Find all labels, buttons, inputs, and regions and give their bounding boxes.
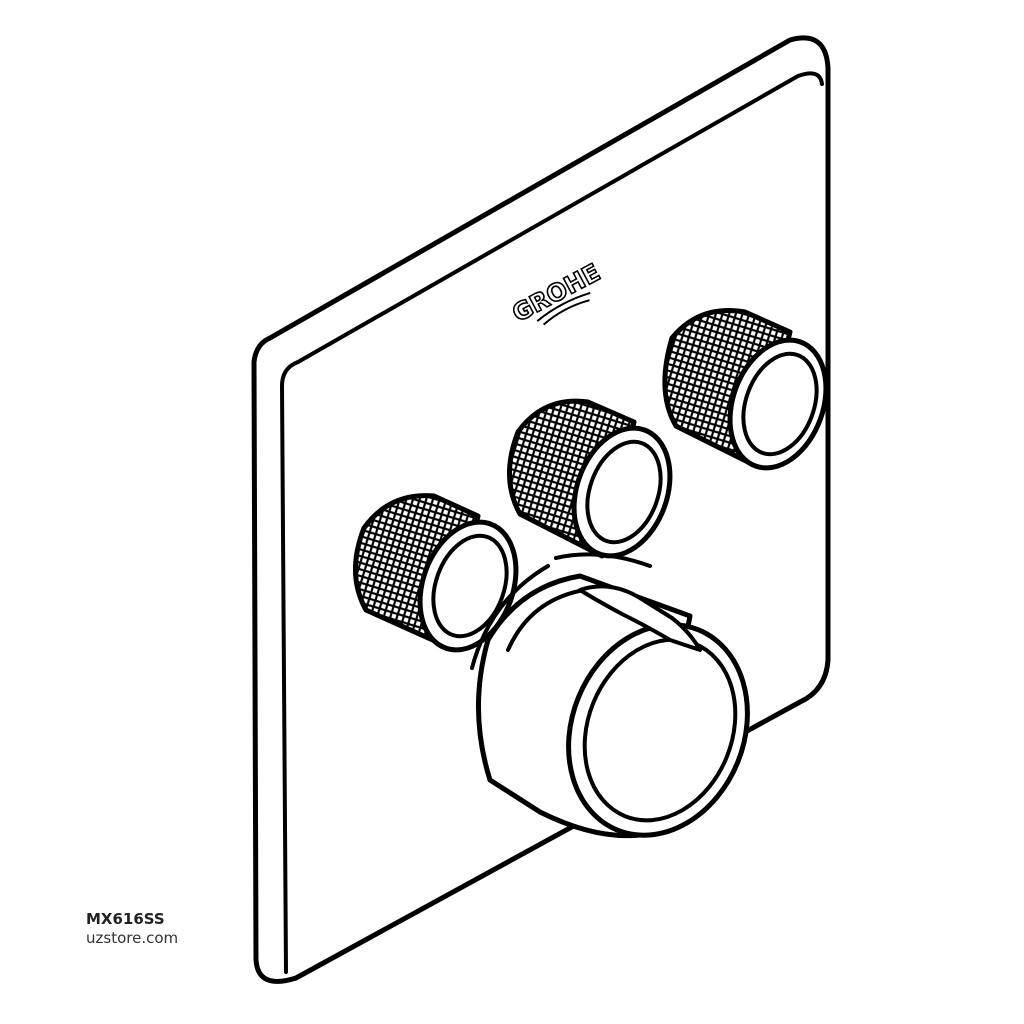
push-button-middle-face — [585, 439, 663, 545]
watermark-text: uzstore.com — [86, 929, 179, 947]
plate-side-edge — [280, 360, 300, 974]
push-button-left-face — [431, 533, 509, 639]
handle-ring-line — [506, 588, 586, 652]
push-button-right-face — [741, 351, 819, 457]
model-code: MX616SS — [86, 910, 165, 928]
plate-face-edge — [296, 71, 824, 364]
push-button-right[interactable] — [662, 307, 843, 481]
thermostat-handle[interactable] — [470, 552, 778, 862]
handle-rosette-arc — [470, 552, 652, 670]
push-button-left[interactable] — [353, 493, 532, 664]
handle-grip-ridge — [578, 584, 702, 652]
push-button-middle[interactable] — [507, 398, 686, 569]
